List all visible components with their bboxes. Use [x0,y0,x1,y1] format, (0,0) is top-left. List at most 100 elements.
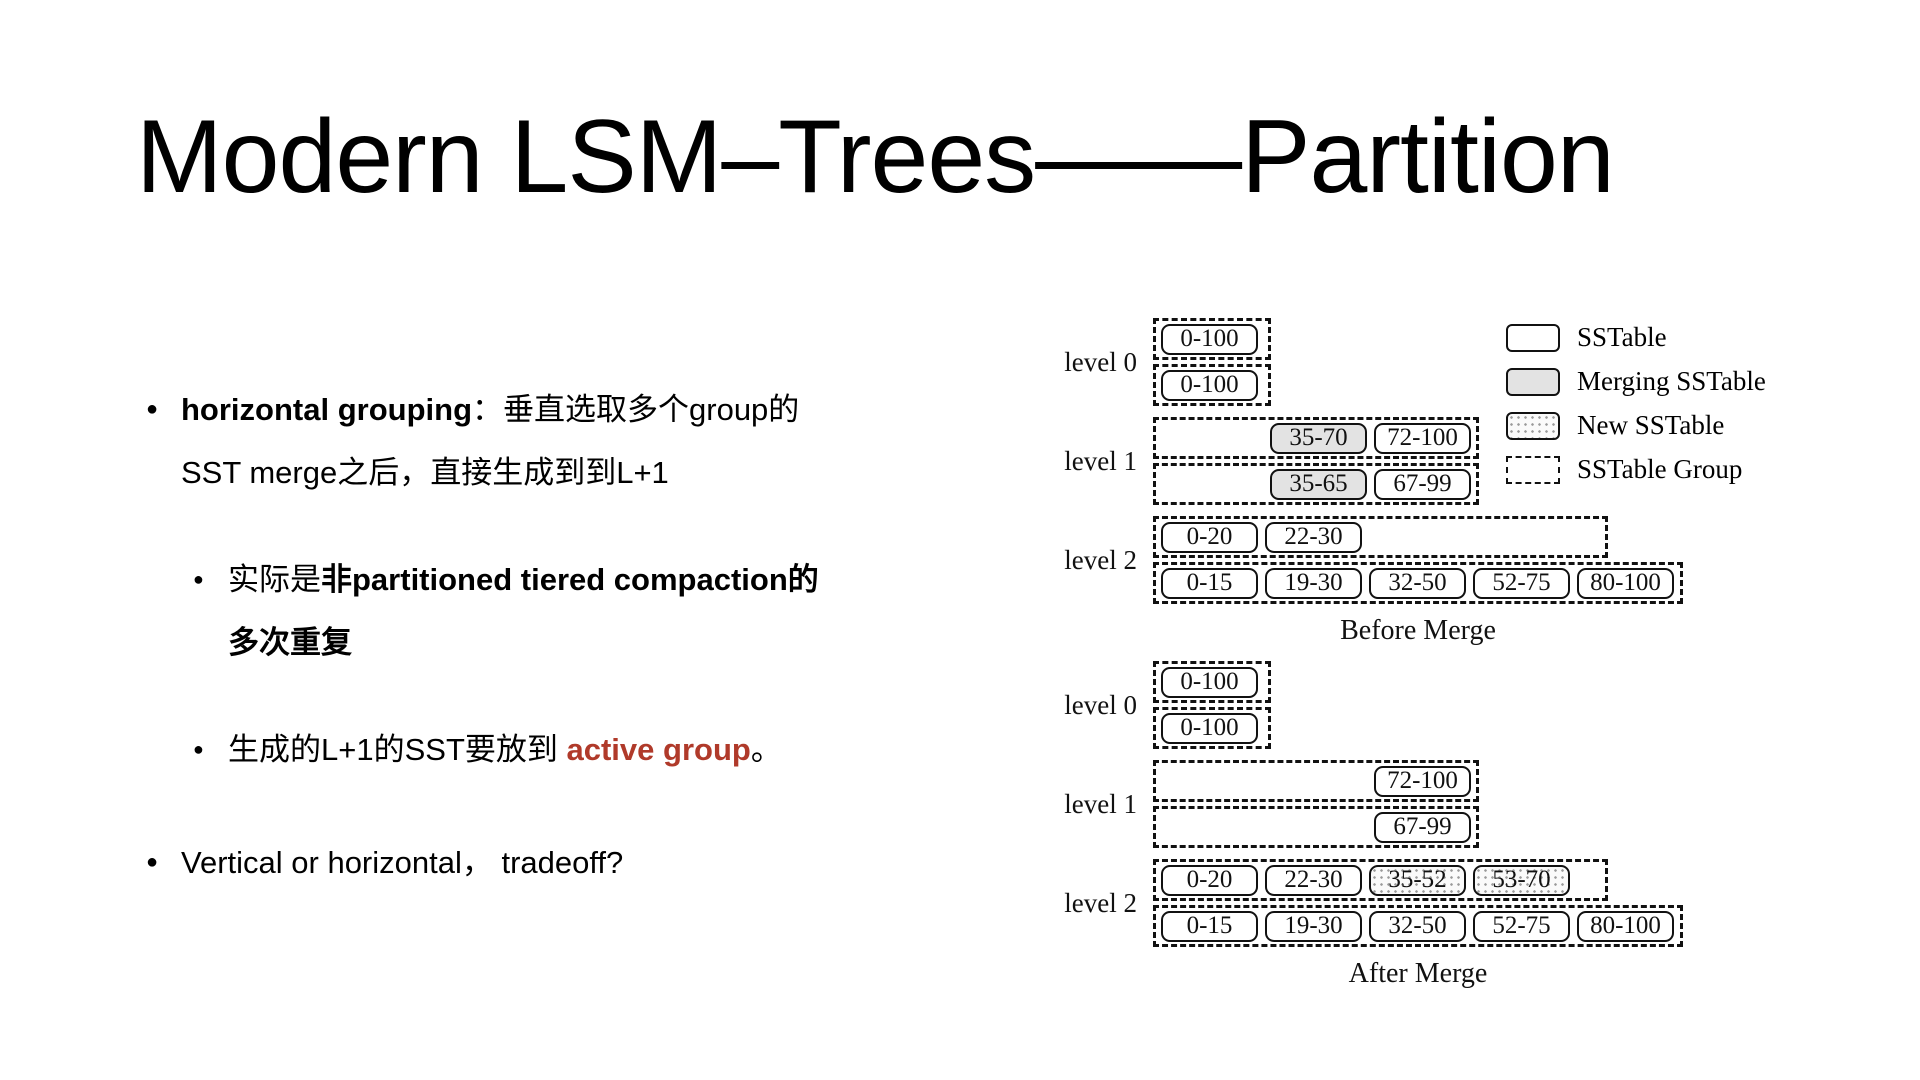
text-run: 。 [750,732,782,767]
sstable-group: 72-100 [1153,760,1479,802]
legend-item: New SSTable [1506,410,1766,441]
bullet-line: 实际是非partitioned tiered compaction的 [143,548,873,611]
legend-label: Merging SSTable [1577,366,1766,396]
sstable-box: 32-50 [1369,567,1466,599]
level-groups: 0-100 0-100 [1153,661,1271,749]
sstable-box: 19-30 [1265,567,1362,599]
sstable-group: 0-100 [1153,318,1271,360]
legend-label: SSTable [1577,322,1667,352]
level-label: level 1 [1064,788,1137,819]
sstable-box: 67-99 [1374,811,1471,843]
diagram-level: level 1 72-100 67-99 [945,760,1683,848]
text-run: 非partitioned tiered compaction的 [321,562,819,597]
sstable-box: 0-100 [1161,712,1258,744]
level-groups: 72-100 67-99 [1153,760,1479,848]
sstable-box: 72-100 [1374,765,1471,797]
bullet-dot [193,548,204,611]
text-run: 实际是 [228,562,321,597]
sstable-box: 53-70 [1473,864,1570,896]
sstable-group: 67-99 [1153,806,1479,848]
sstable-box: 67-99 [1374,468,1471,500]
bullet-dot [193,718,204,781]
text-run: 多次重复 [228,625,352,660]
sstable-swatch-icon [1506,323,1560,352]
sstable-box: 80-100 [1577,910,1674,942]
sstable-box: 52-75 [1473,910,1570,942]
bullet-line: 生成的L+1的SST要放到 active group。 [143,718,873,781]
bullet-line: 多次重复 [143,611,873,674]
legend-item: SSTable [1506,322,1766,353]
section-caption: After Merge [1348,958,1488,989]
level-label: level 2 [1064,887,1137,918]
text-run: Vertical or horizontal， tradeoff? [181,845,624,880]
sstable-box: 32-50 [1369,910,1466,942]
bullet-list: horizontal grouping：垂直选取多个group的 SST mer… [143,378,873,894]
sstable-box: 0-100 [1161,323,1258,355]
bullet-dot [146,378,158,441]
group-swatch-icon [1506,455,1560,484]
legend-item: SSTable Group [1506,454,1766,485]
level-groups: 0-100 0-100 [1153,318,1271,406]
new-swatch-icon [1506,411,1560,440]
level-label: level 0 [1064,346,1137,377]
sstable-box: 35-65 [1270,468,1367,500]
page-title: Modern LSM–Trees——Partition [136,98,1615,215]
text-run: active group [566,732,751,767]
merging-swatch-icon [1506,367,1560,396]
legend-label: New SSTable [1577,410,1725,440]
diagram-level: level 0 0-100 0-100 [945,318,1683,406]
sstable-box: 52-75 [1473,567,1570,599]
bullet-line: SST merge之后，直接生成到到L+1 [143,441,873,504]
sstable-group: 0-100 [1153,707,1271,749]
bullet-line: Vertical or horizontal， tradeoff? [143,831,873,894]
text-run: ：垂直选取多个group的 [472,392,800,427]
sstable-box: 72-100 [1374,422,1471,454]
sstable-box: 35-70 [1270,422,1367,454]
level-label: level 1 [1064,445,1137,476]
text-run: 生成的L+1的SST要放到 [228,732,567,767]
text-run: horizontal grouping [181,392,473,427]
legend-label: SSTable Group [1577,454,1743,484]
sstable-box: 80-100 [1577,567,1674,599]
diagram-level: level 0 0-100 0-100 [945,661,1683,749]
level-label: level 0 [1064,689,1137,720]
sstable-box: 22-30 [1265,864,1362,896]
sstable-group: 0-100 [1153,364,1271,406]
bullet-item-tradeoff: Vertical or horizontal， tradeoff? [143,831,873,894]
bullet-line: horizontal grouping：垂直选取多个group的 [143,378,873,441]
sstable-box: 0-15 [1161,567,1258,599]
bullet-item-active-group: 生成的L+1的SST要放到 active group。 [143,718,873,781]
sstable-box: 19-30 [1265,910,1362,942]
sstable-box: 0-20 [1161,864,1258,896]
section-caption: Before Merge [1340,615,1496,646]
sstable-box: 0-20 [1161,521,1258,553]
sstable-box: 22-30 [1265,521,1362,553]
sstable-box: 0-15 [1161,910,1258,942]
bullet-dot [146,831,158,894]
legend-item: Merging SSTable [1506,366,1766,397]
sstable-box: 0-100 [1161,369,1258,401]
bullet-item-unpartitioned: 实际是非partitioned tiered compaction的 多次重复 [143,548,873,674]
level-label: level 2 [1064,544,1137,575]
bullet-item-horizontal-grouping: horizontal grouping：垂直选取多个group的 SST mer… [143,378,873,504]
sstable-group: 0-100 [1153,661,1271,703]
sstable-box: 35-52 [1369,864,1466,896]
sstable-box: 0-100 [1161,666,1258,698]
text-run: SST merge之后，直接生成到到L+1 [181,455,669,490]
